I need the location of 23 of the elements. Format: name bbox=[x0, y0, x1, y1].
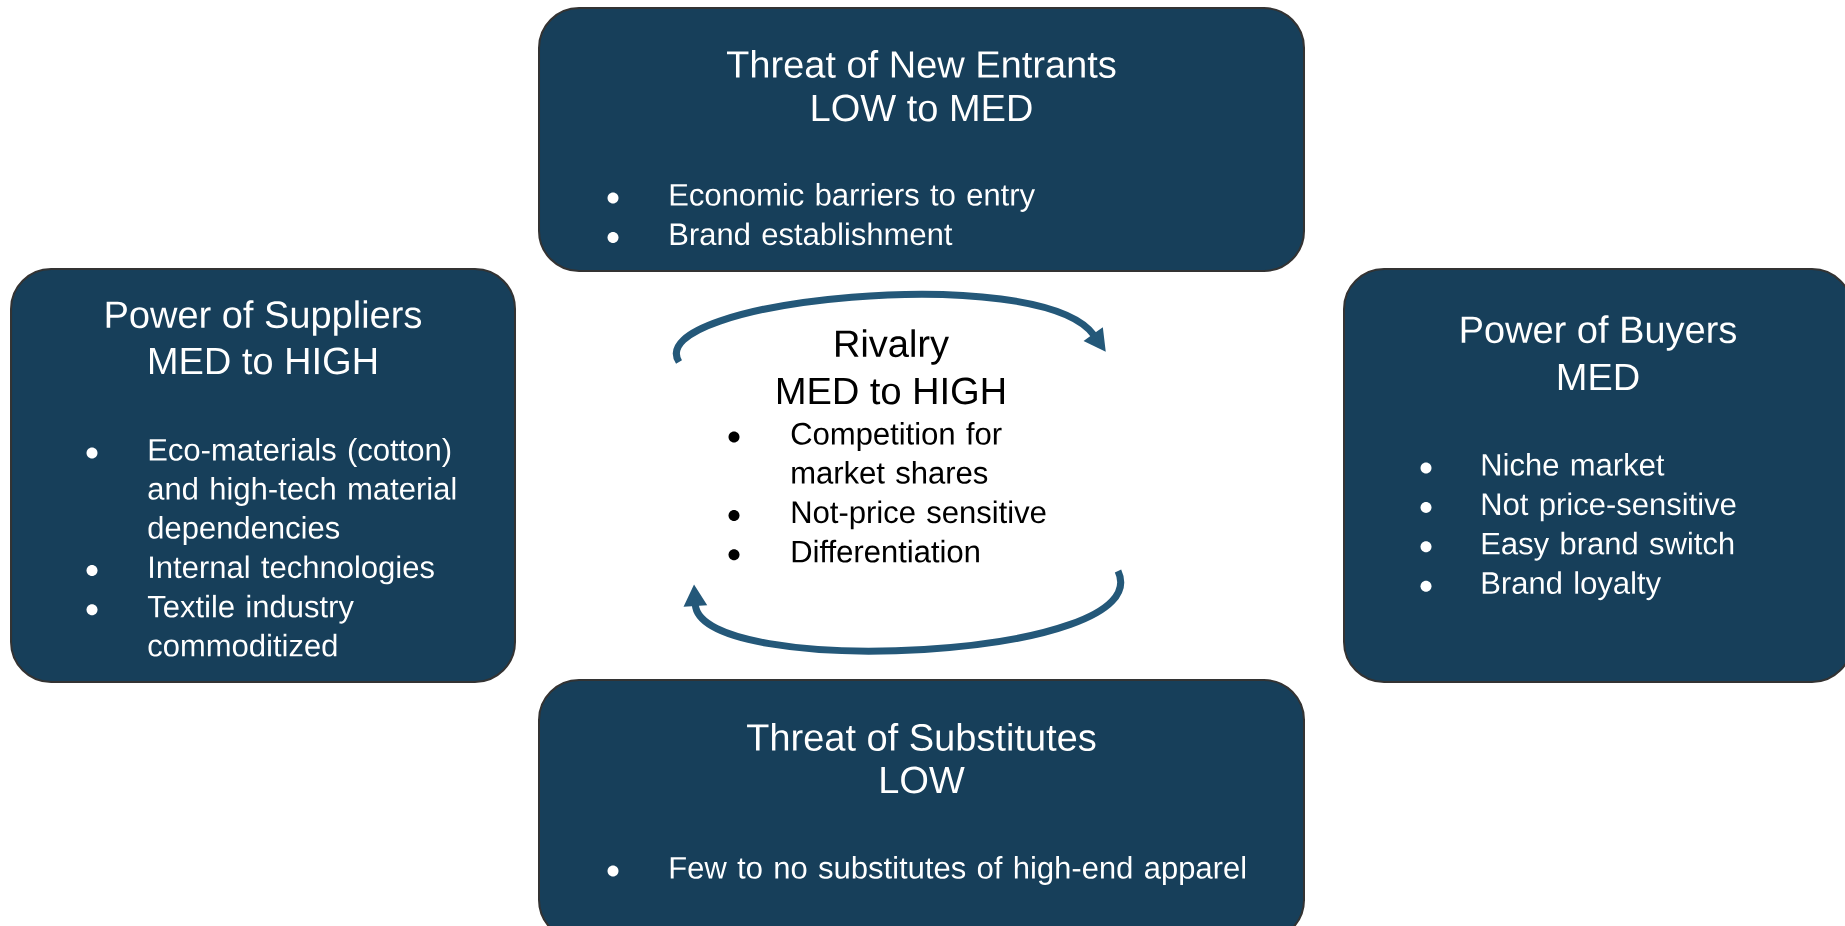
bullet-text: Brand establishment bbox=[670, 222, 953, 246]
bullet-text: Not price-sensitive bbox=[1482, 492, 1736, 522]
bullet-text: Internal technologies bbox=[150, 555, 434, 585]
heading: MED to HIGH bbox=[778, 377, 1004, 405]
heading: MED to HIGH bbox=[150, 347, 376, 375]
heading: Power of Suppliers bbox=[106, 300, 422, 336]
bullet-text: Not-price sensitive bbox=[792, 500, 1046, 530]
heading: Power of Buyers bbox=[1461, 315, 1736, 351]
heading: LOW to MED bbox=[812, 94, 1032, 122]
bullet-text: Textile industry commoditized bbox=[147, 594, 354, 657]
bullet-text: Few to no substitutes of high-end apparel bbox=[670, 856, 1246, 885]
heading: Threat of New Entrants bbox=[727, 50, 1116, 78]
heading: Threat of Substitutes bbox=[747, 723, 1096, 751]
bullet-text: Differentiation bbox=[792, 539, 979, 563]
heading: MED bbox=[1558, 363, 1639, 391]
bullet-text: Eco-materials (cotton) and high-tech material dependencies bbox=[148, 438, 456, 545]
bullet-text: Brand loyalty bbox=[1482, 571, 1662, 601]
heading: Rivalry bbox=[836, 329, 949, 365]
bullet-text: Niche market bbox=[1482, 453, 1665, 476]
bullet-text: Easy brand switch bbox=[1482, 531, 1734, 561]
heading: LOW bbox=[881, 766, 965, 794]
bullet-text: Competition for market shares bbox=[791, 422, 1002, 484]
bullet-text: Economic barriers to entry bbox=[670, 183, 1036, 212]
